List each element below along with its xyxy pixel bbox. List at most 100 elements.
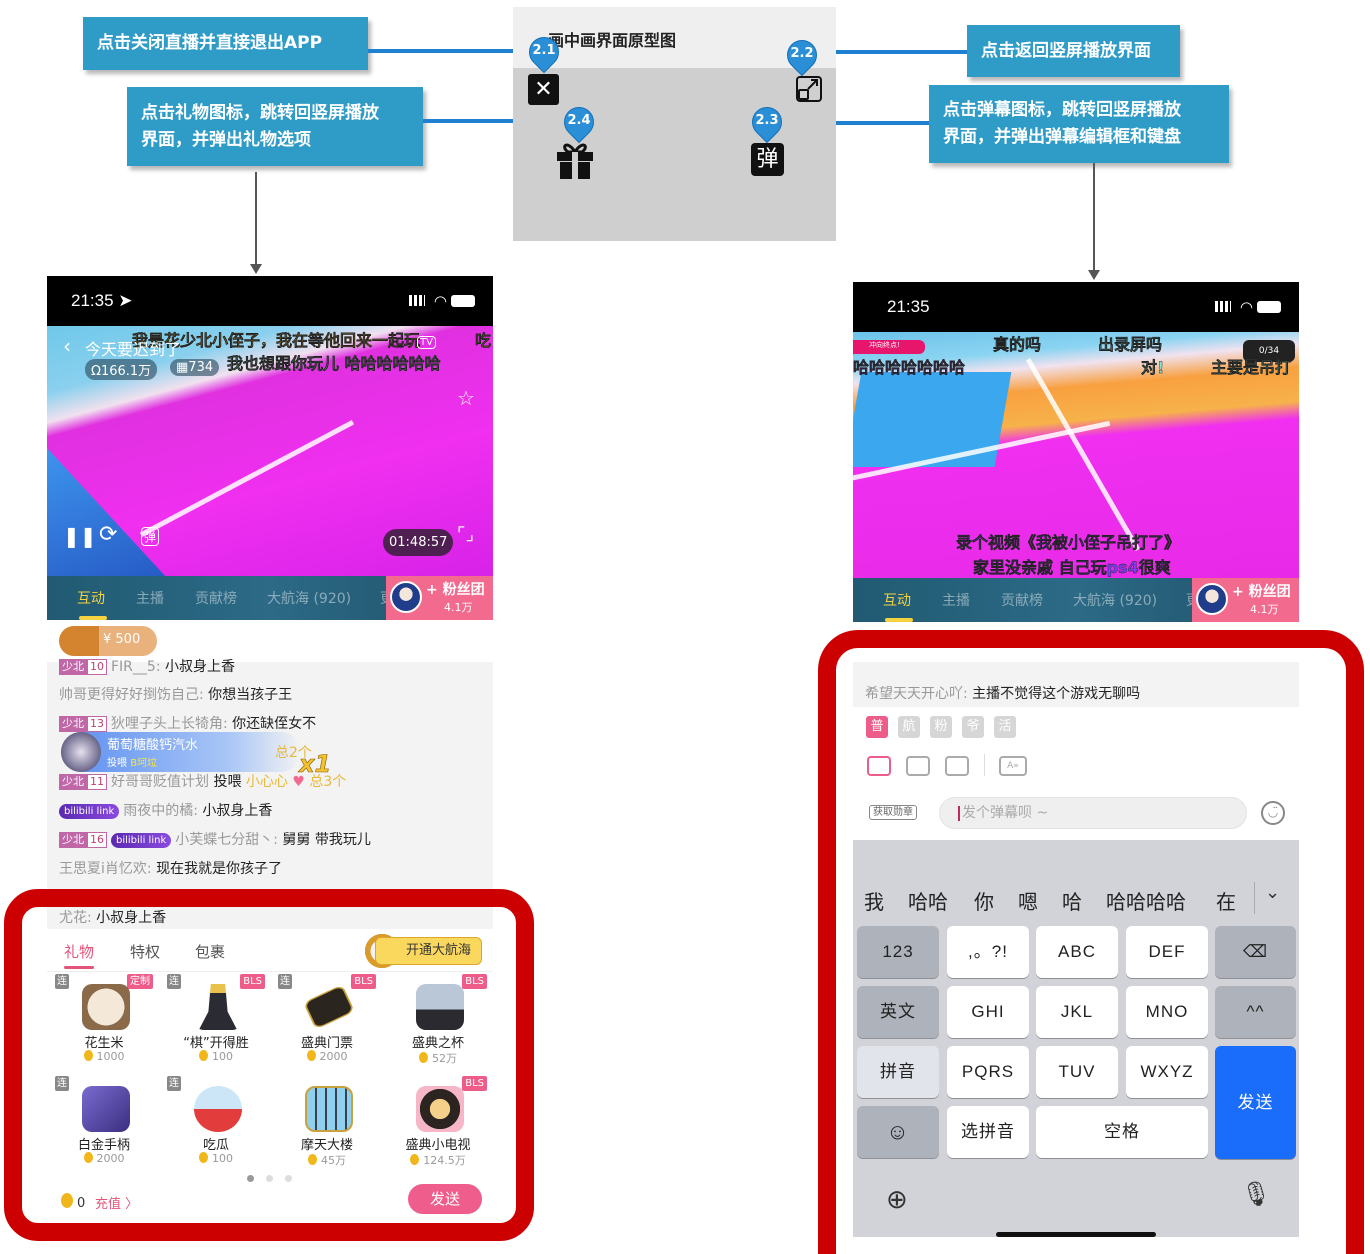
key-english[interactable]: 英文 (857, 986, 939, 1038)
gift-tab-package[interactable]: 包裹 (195, 943, 226, 961)
top-danmu-lock-icon[interactable] (945, 756, 969, 776)
font-size-icon[interactable]: A» (999, 756, 1027, 776)
star-icon[interactable]: ☆ (457, 386, 475, 410)
tv-button[interactable]: TV (417, 336, 436, 349)
live-video[interactable]: 冲向终点! 0/34 真的吗 出录屏吗 对! 主要是吊打 哈哈哈哈哈哈哈 录个视… (853, 332, 1299, 578)
danmu-icon[interactable]: 弹 (751, 143, 784, 176)
key-emoticon[interactable]: ^^ (1215, 986, 1296, 1038)
expand-candidates-icon[interactable]: ⌄ (1265, 882, 1281, 903)
pause-button[interactable]: ❚❚ (63, 524, 97, 548)
candidate-word[interactable]: 哈哈 (908, 890, 948, 914)
tab-streamer[interactable]: 主播 (136, 591, 164, 607)
recharge-link[interactable]: 充值 〉 (95, 1197, 139, 1212)
chat-row: 总2个 (275, 745, 312, 761)
danmaku-text: 出录屏吗 (1098, 335, 1163, 354)
tab-interact[interactable]: 互动 (77, 591, 105, 607)
key-space[interactable]: 空格 (1036, 1106, 1208, 1158)
combo-avatar (61, 732, 101, 772)
tab-voyage[interactable]: 大航海 (920) (1073, 593, 1158, 609)
get-medal-button[interactable]: 获取勋章 (869, 805, 917, 820)
key-wxyz[interactable]: WXYZ (1126, 1046, 1208, 1098)
microphone-icon[interactable]: 🎙 (1241, 1180, 1272, 1208)
chat-row: 希望天天开心吖: 主播不觉得这个游戏无聊吗 (865, 686, 1141, 702)
gift-tab-privileges[interactable]: 特权 (130, 943, 161, 961)
mode-normal[interactable]: 普 (866, 716, 888, 738)
gift-item[interactable]: 摩天大楼 45万 (272, 1074, 382, 1174)
gift-item[interactable]: 连 白金手柄 2000 (55, 1076, 130, 1165)
fan-club-button[interactable]: + 粉丝团 4.1万 (1192, 578, 1299, 622)
mode-voyage[interactable]: 航 (898, 716, 920, 738)
marker-label: 2.1 (532, 43, 556, 58)
gift-icon[interactable] (556, 140, 594, 180)
key-backspace[interactable]: ⌫ (1215, 926, 1296, 978)
key-def[interactable]: DEF (1126, 926, 1208, 978)
fullscreen-icon[interactable]: ⌜⌟ (457, 524, 474, 545)
fan-club-button[interactable]: + 粉丝团 4.1万 (386, 576, 493, 620)
key-abc[interactable]: ABC (1036, 926, 1118, 978)
candidate-word[interactable]: 在 (1216, 890, 1236, 914)
combo-count: x1 (299, 750, 332, 779)
refresh-button[interactable]: ⟳ (99, 522, 118, 547)
live-video[interactable]: 我是花少北小侄子，我在等他回来一起玩 我也想跟你玩儿 哈哈哈哈哈哈 吃 ‹ 今天… (47, 326, 493, 578)
gift-tab-gifts[interactable]: 礼物 (64, 943, 95, 961)
key-emoji[interactable]: ☺ (857, 1106, 939, 1158)
bottom-danmu-lock-icon[interactable] (906, 756, 930, 776)
key-jkl[interactable]: JKL (1036, 986, 1118, 1038)
key-select-pinyin[interactable]: 选拼音 (947, 1106, 1029, 1158)
key-tuv[interactable]: TUV (1036, 1046, 1118, 1098)
key-mno[interactable]: MNO (1126, 986, 1208, 1038)
tab-streamer[interactable]: 主播 (942, 593, 970, 609)
send-gift-button[interactable]: 发送 (408, 1184, 482, 1214)
close-icon[interactable]: ✕ (528, 74, 559, 105)
pip-prototype: 画中画界面原型图 (513, 7, 836, 241)
tab-contribution[interactable]: 贡献榜 (1001, 593, 1043, 609)
chat-list[interactable]: 希望天天开心吖: 主播不觉得这个游戏无聊吗 (853, 662, 1299, 707)
signal-icon (409, 295, 425, 306)
mode-fan[interactable]: 粉 (930, 716, 952, 738)
callout-back-portrait: 点击返回竖屏播放界面 (967, 25, 1180, 77)
key-ghi[interactable]: GHI (947, 986, 1029, 1038)
key-123[interactable]: 123 (857, 926, 939, 978)
globe-icon[interactable]: ⊕ (886, 1185, 908, 1215)
marker-label: 2.4 (567, 113, 591, 128)
gift-item[interactable]: BLS 盛典之杯 52万 (383, 972, 493, 1072)
key-pinyin[interactable]: 拼音 (857, 1046, 939, 1098)
connector-line (766, 121, 929, 125)
callout-text: 界面，并弹出弹幕编辑框和键盘 (943, 127, 1181, 147)
gift-pill[interactable]: ¥ 500 (59, 626, 157, 656)
candidate-word[interactable]: 我 (864, 890, 884, 914)
candidate-word[interactable]: 哈哈哈哈 (1106, 890, 1186, 914)
scroll-danmu-icon[interactable] (867, 756, 891, 776)
key-send[interactable]: 发送 (1215, 1046, 1296, 1159)
status-time: 21:35 ➤ (71, 291, 133, 310)
danmaku-text: 哈哈哈哈哈哈哈 (853, 358, 966, 377)
gift-item[interactable]: 连定制 花生米 1000 (49, 972, 159, 1072)
tab-interact[interactable]: 互动 (883, 593, 911, 609)
emoji-button[interactable]: ◡̈ (1261, 801, 1285, 825)
duration-label: 01:48:57 (383, 529, 454, 556)
candidate-word[interactable]: 哈 (1062, 890, 1082, 914)
connector-line (423, 119, 579, 123)
expand-icon[interactable] (796, 76, 822, 102)
highlight-frame (818, 630, 1364, 1254)
tab-contribution[interactable]: 贡献榜 (195, 591, 237, 607)
viewer-count-value: 166.1万 (100, 364, 152, 379)
tab-voyage[interactable]: 大航海 (920) (267, 591, 352, 607)
key-punct[interactable]: ,。?! (947, 926, 1029, 978)
danmu-editor: 普 航 粉 爷 活 A» 获取勋章 发个弹幕呗 ~ ◡̈ (853, 707, 1299, 837)
gift-item[interactable]: BLS 盛典小电视 124.5万 (383, 1074, 493, 1174)
mode-event[interactable]: 活 (994, 716, 1016, 738)
danmu-input[interactable]: 发个弹幕呗 ~ (939, 797, 1247, 829)
candidate-word[interactable]: 你 (974, 890, 994, 914)
candidate-word[interactable]: 嗯 (1018, 890, 1038, 914)
gift-item[interactable]: 连 吃瓜 100 (161, 1074, 271, 1174)
open-voyage-button[interactable]: 开通大航海 (375, 937, 483, 965)
mode-lord[interactable]: 爷 (962, 716, 984, 738)
key-pqrs[interactable]: PQRS (947, 1046, 1029, 1098)
danmu-toggle[interactable]: 弹 (141, 527, 160, 546)
back-button[interactable]: ‹ (63, 334, 71, 358)
callout-close-app: 点击关闭直播并直接退出APP (83, 17, 368, 70)
